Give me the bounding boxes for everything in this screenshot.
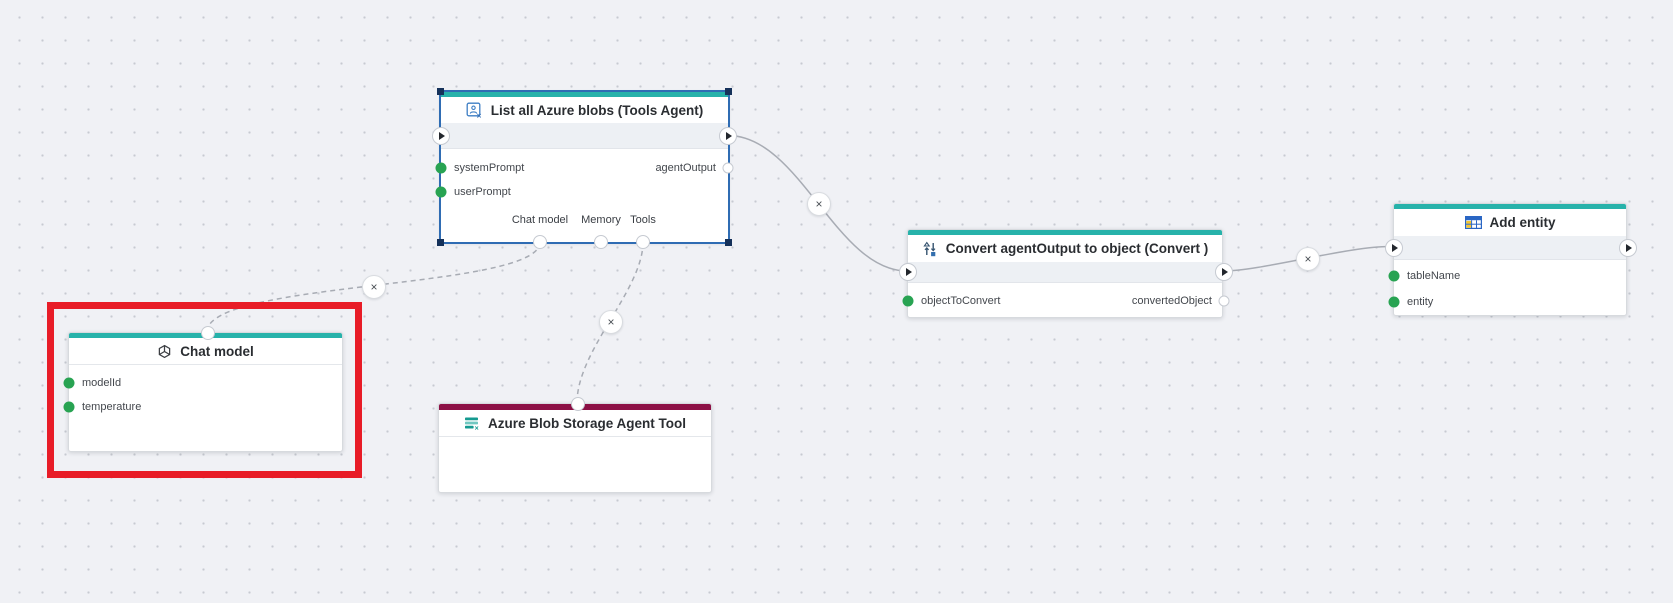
connector-label-memory: Memory xyxy=(581,214,621,226)
table-icon xyxy=(1464,216,1482,229)
flow-arrow-icon xyxy=(906,268,912,276)
selection-handle[interactable] xyxy=(725,239,732,246)
port-label: entity xyxy=(1407,296,1434,308)
input-port-objecttoconvert[interactable] xyxy=(902,295,914,307)
port-label: modelId xyxy=(82,377,122,389)
node-title: Chat model xyxy=(180,343,254,359)
connector-port-chat-model[interactable] xyxy=(533,235,547,249)
node-header[interactable]: Convert agentOutput to object (Convert ) xyxy=(908,235,1222,263)
close-icon: × xyxy=(370,280,378,294)
port-label: agentOutput xyxy=(655,162,716,174)
execution-row xyxy=(441,123,728,149)
delete-connection-button[interactable]: × xyxy=(807,192,831,216)
storage-list-icon: × xyxy=(464,415,480,431)
port-label: objectToConvert xyxy=(921,295,1001,307)
node-accent-bar xyxy=(1394,204,1626,209)
output-port-agentoutput[interactable] xyxy=(722,162,734,174)
port-label: tableName xyxy=(1407,270,1461,282)
node-blob-storage-tool[interactable]: × Azure Blob Storage Agent Tool xyxy=(438,397,712,493)
node-add-entity[interactable]: Add entity tableName entity xyxy=(1385,203,1637,316)
port-label: userPrompt xyxy=(454,186,511,198)
flow-output-port[interactable] xyxy=(1619,238,1637,257)
node-title: Convert agentOutput to object (Convert ) xyxy=(945,241,1209,256)
node-accent-bar xyxy=(908,230,1222,235)
input-port-modelid[interactable] xyxy=(63,377,75,389)
selection-handle[interactable] xyxy=(725,88,732,95)
openai-icon xyxy=(157,344,172,359)
node-title: Add entity xyxy=(1489,215,1556,230)
port-label: convertedObject xyxy=(1131,295,1212,307)
node-chat-model[interactable]: Chat model modelId temperature xyxy=(63,326,343,452)
flow-arrow-icon xyxy=(439,131,445,140)
flow-output-port[interactable] xyxy=(719,126,737,145)
flow-output-port[interactable] xyxy=(1215,263,1233,281)
flow-input-port[interactable] xyxy=(432,126,450,145)
connection-agent-to-blobtool[interactable] xyxy=(576,241,644,404)
node-header[interactable]: × List all Azure blobs (Tools Agent) xyxy=(441,97,728,124)
delete-connection-button[interactable]: × xyxy=(1296,247,1320,271)
connector-port-tools[interactable] xyxy=(636,235,650,249)
output-port-convertedobject[interactable] xyxy=(1218,295,1230,307)
connector-label-tools: Tools xyxy=(630,214,656,226)
delete-connection-button[interactable]: × xyxy=(599,310,623,334)
connector-label-chat-model: Chat model xyxy=(511,214,569,226)
close-icon: × xyxy=(1304,252,1312,266)
flow-arrow-icon xyxy=(1222,268,1228,276)
node-header[interactable]: Chat model xyxy=(69,338,342,365)
execution-row xyxy=(908,262,1222,283)
close-icon: × xyxy=(815,197,823,211)
execution-row xyxy=(1394,236,1626,260)
close-icon: × xyxy=(607,315,615,329)
input-port-temperature[interactable] xyxy=(63,401,75,413)
node-header[interactable]: Add entity xyxy=(1394,209,1626,237)
top-connector-port[interactable] xyxy=(201,326,215,340)
selection-handle[interactable] xyxy=(437,239,444,246)
flow-arrow-icon xyxy=(1626,243,1632,252)
node-convert[interactable]: Convert agentOutput to object (Convert )… xyxy=(899,229,1233,318)
svg-text:×: × xyxy=(475,426,479,431)
selection-handle[interactable] xyxy=(437,88,444,95)
highlight-box xyxy=(47,302,362,478)
node-tools-agent[interactable]: × List all Azure blobs (Tools Agent) sys… xyxy=(432,88,737,249)
node-title: Azure Blob Storage Agent Tool xyxy=(488,415,686,431)
node-accent-bar xyxy=(441,92,728,97)
delete-connection-button[interactable]: × xyxy=(362,275,386,299)
flow-input-port[interactable] xyxy=(899,263,917,281)
input-port-systemprompt[interactable] xyxy=(435,162,447,174)
top-connector-port[interactable] xyxy=(571,397,585,411)
input-port-tablename[interactable] xyxy=(1388,270,1400,282)
flow-arrow-icon xyxy=(726,131,732,140)
flow-arrow-icon xyxy=(1392,243,1398,252)
connector-port-memory[interactable] xyxy=(594,235,608,249)
svg-text:×: × xyxy=(477,111,482,118)
node-title: List all Azure blobs (Tools Agent) xyxy=(490,102,704,118)
input-port-entity[interactable] xyxy=(1388,296,1400,308)
node-header[interactable]: × Azure Blob Storage Agent Tool xyxy=(439,410,711,437)
port-label: systemPrompt xyxy=(454,162,525,174)
convert-arrows-icon xyxy=(922,241,938,257)
flow-input-port[interactable] xyxy=(1385,238,1403,257)
port-label: temperature xyxy=(82,401,142,413)
agent-icon: × xyxy=(466,102,483,119)
input-port-userprompt[interactable] xyxy=(435,186,447,198)
